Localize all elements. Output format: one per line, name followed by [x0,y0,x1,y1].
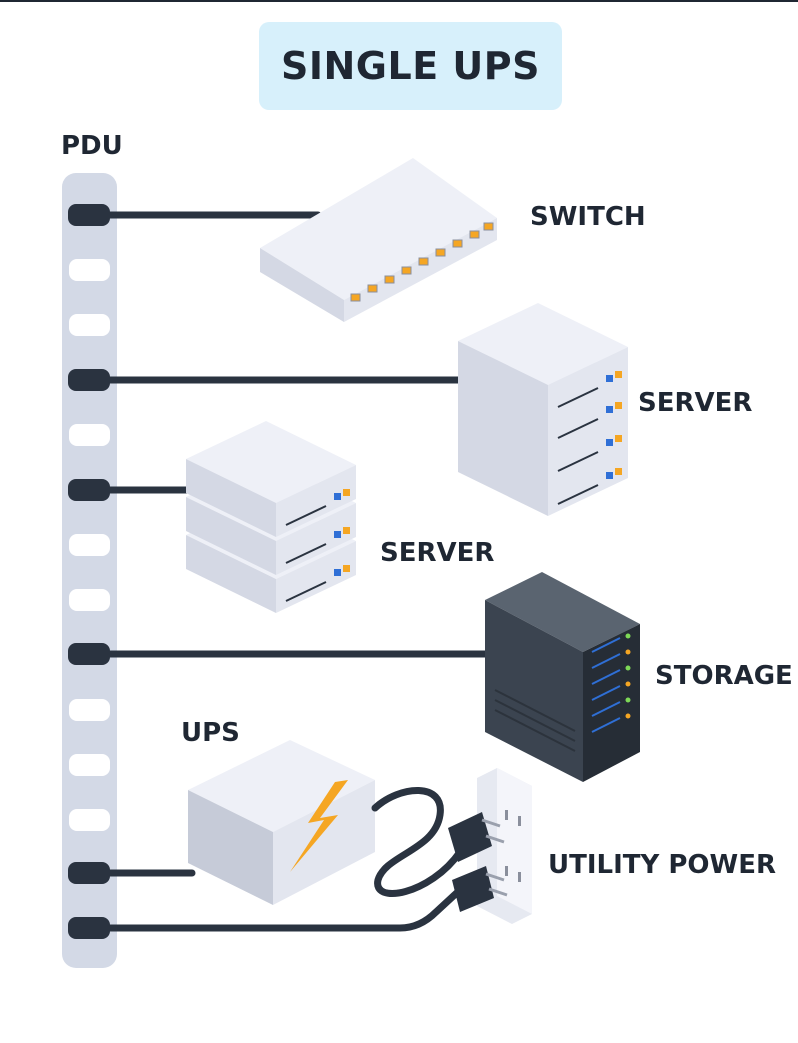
server-label: SERVER [638,388,753,418]
power-plug-icon [448,812,505,862]
ups-input-cable [371,787,464,897]
server-stack-icon [185,420,357,614]
utility-power-label: UTILITY POWER [548,850,776,880]
top-border [0,0,798,2]
power-plug-icon [452,866,508,912]
storage-label: STORAGE [655,661,793,691]
page-title: SINGLE UPS [281,44,540,88]
ups-label: UPS [181,718,240,748]
pdu-plugs [68,204,110,939]
pdu-label: PDU [61,131,123,161]
network-switch-icon [260,158,497,322]
server-label: SERVER [380,538,495,568]
power-cables [91,211,494,932]
server-stack-icon [457,302,629,517]
storage-tower-icon [485,572,640,782]
switch-label: SWITCH [530,202,646,232]
pdu-strip-icon [62,173,117,968]
ups-box-icon [188,740,375,905]
title-banner: SINGLE UPS [259,22,562,110]
